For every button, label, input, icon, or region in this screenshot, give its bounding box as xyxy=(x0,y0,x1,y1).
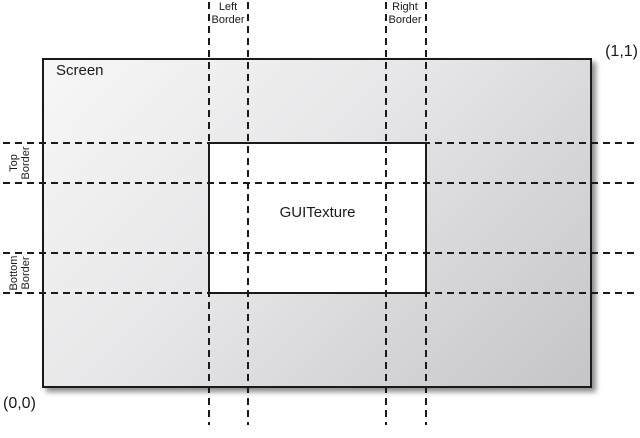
right-border-left-dashline xyxy=(385,2,387,425)
top-border-label-line2: Border xyxy=(20,146,32,180)
top-border-lower-dashline xyxy=(3,182,637,184)
guitexture-rect xyxy=(208,142,427,294)
bottom-border-label: Bottom Border xyxy=(8,251,34,295)
left-border-label-line2: Border xyxy=(211,14,245,26)
top-border-label-line1: Top xyxy=(8,154,20,172)
top-border-label: Top Border xyxy=(8,141,34,185)
bottom-border-label-line2: Border xyxy=(20,256,32,290)
left-border-left-dashline xyxy=(208,2,210,425)
coordinate-bottom-left: (0,0) xyxy=(3,395,36,412)
left-border-right-dashline xyxy=(247,2,249,425)
right-border-right-dashline xyxy=(425,2,427,425)
left-border-label-line1: Left xyxy=(218,1,238,13)
bottom-border-upper-dashline xyxy=(3,252,637,254)
right-border-label-line1: Right xyxy=(392,1,418,13)
right-border-label-line2: Border xyxy=(388,14,422,26)
right-border-label: Right Border xyxy=(383,1,427,27)
bottom-border-label-line1: Bottom xyxy=(8,255,20,291)
coordinate-top-right: (1,1) xyxy=(605,43,638,60)
left-border-label: Left Border xyxy=(206,1,250,27)
top-border-upper-dashline xyxy=(3,142,637,144)
bottom-border-lower-dashline xyxy=(3,292,637,294)
guitexture-label: GUITexture xyxy=(279,204,356,221)
screen-label: Screen xyxy=(56,62,104,79)
